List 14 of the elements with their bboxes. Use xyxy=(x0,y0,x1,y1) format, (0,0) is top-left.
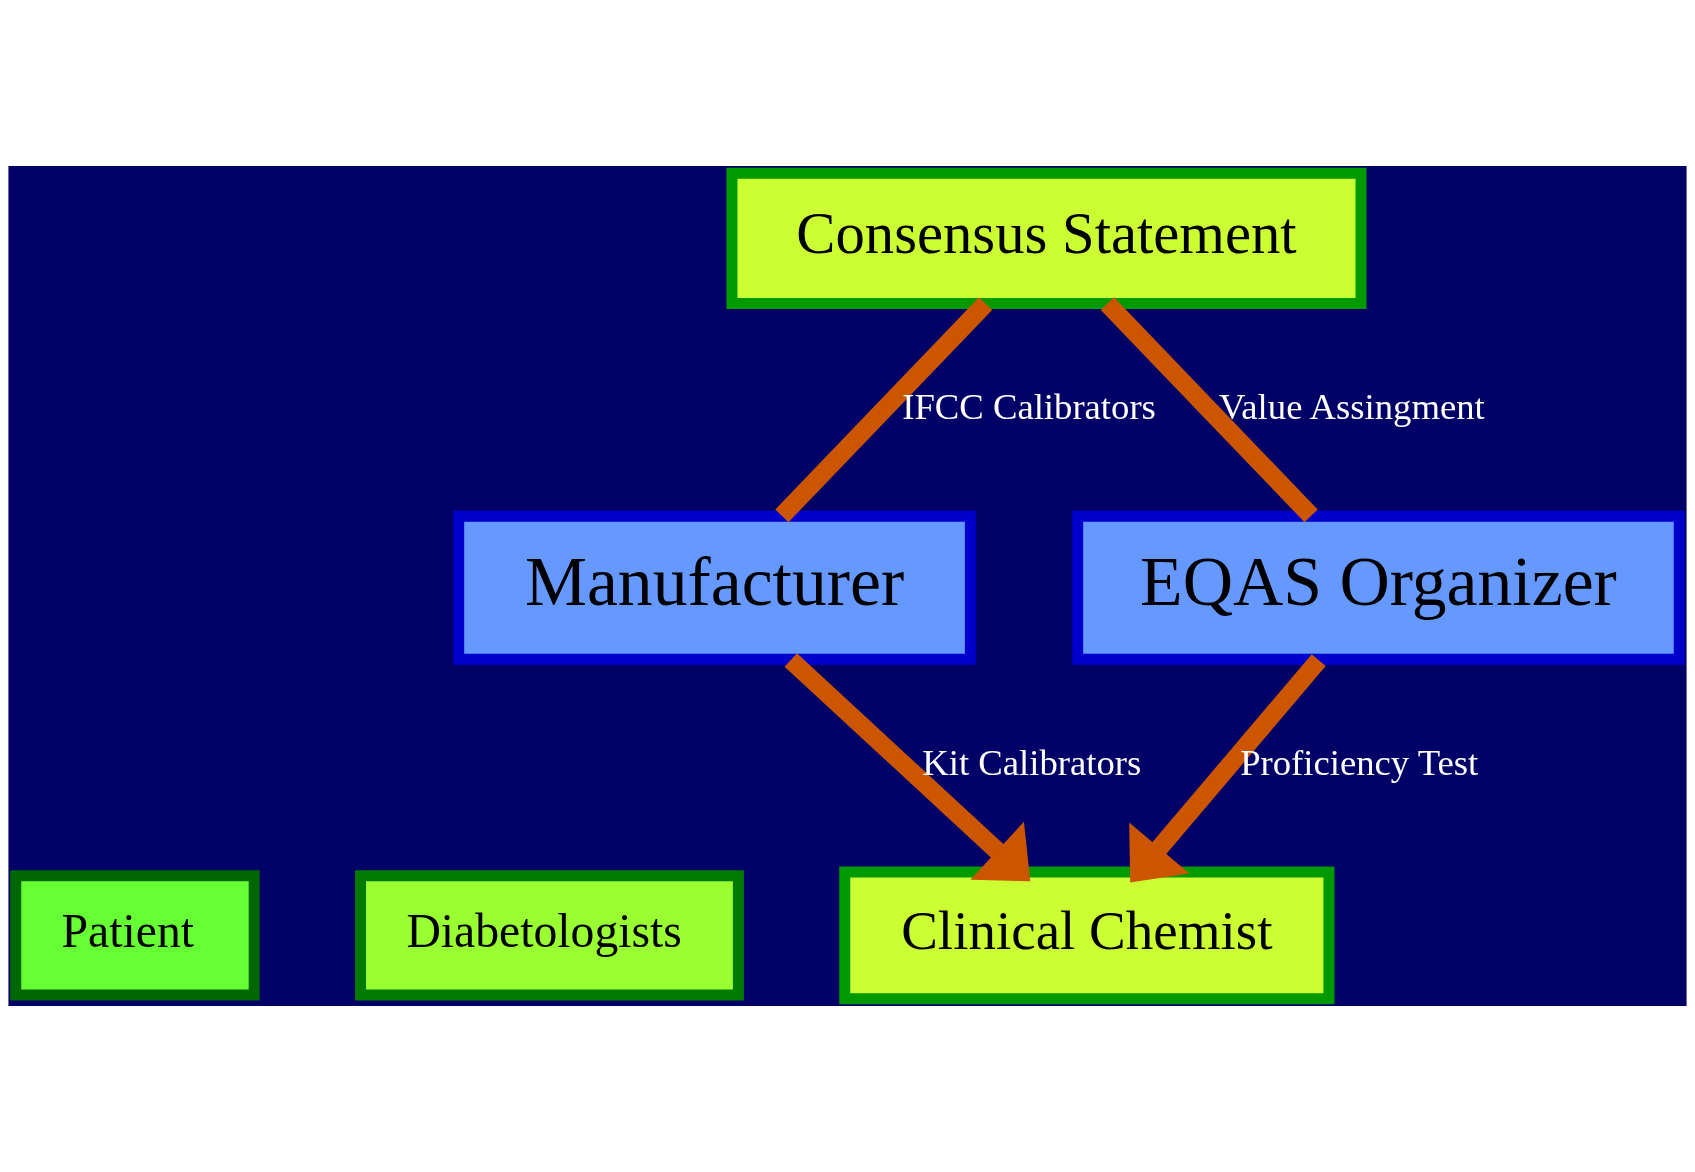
arrow xyxy=(784,653,1031,882)
node-box: EQAS Organizer xyxy=(1072,510,1685,665)
node-box: Clinical Chemist xyxy=(839,866,1335,1005)
connector xyxy=(775,297,993,523)
node-box: Manufacturer xyxy=(453,510,976,665)
edge-label: Proficiency Test xyxy=(1240,741,1479,783)
edge-label: Value Assingment xyxy=(1218,386,1485,428)
arrow xyxy=(1129,654,1326,883)
node-box: Diabetologists xyxy=(355,870,744,1001)
edge-label: IFCC Calibrators xyxy=(902,386,1156,428)
node-box: Patient xyxy=(10,870,260,1001)
connector xyxy=(1100,297,1318,523)
edge-label: Kit Calibrators xyxy=(922,741,1142,783)
node-box: Consensus Statement xyxy=(726,167,1367,310)
